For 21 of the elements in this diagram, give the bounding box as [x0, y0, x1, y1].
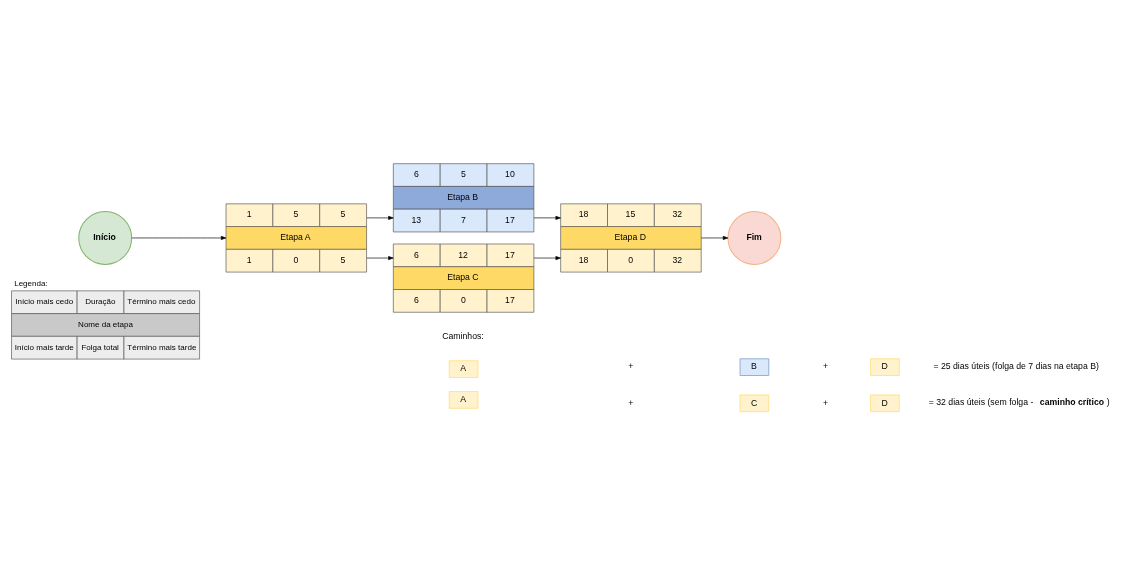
- node-box: B: [739, 358, 770, 376]
- node-circle: Início: [78, 211, 133, 265]
- node-box: A: [448, 360, 479, 378]
- label: +: [823, 361, 829, 372]
- label: +: [628, 361, 634, 372]
- node-box: D: [870, 394, 900, 412]
- label: = 32 dias úteis (sem folga - caminho crítico): [928, 396, 1110, 407]
- arrow: [701, 236, 729, 240]
- arrow: [533, 256, 561, 260]
- label: +: [628, 397, 634, 408]
- arrow: [366, 256, 394, 260]
- arrow: [131, 236, 227, 240]
- node-circle: Fim: [727, 211, 782, 265]
- label: = 25 dias úteis (folga de 7 dias na etapa B): [933, 361, 1099, 372]
- node-box: D: [870, 358, 900, 376]
- label: +: [823, 397, 829, 408]
- node-box: A: [448, 391, 479, 409]
- arrow: [533, 215, 561, 220]
- label: Caminhos:: [442, 330, 484, 341]
- node-box: C: [739, 394, 770, 412]
- arrow: [366, 215, 394, 220]
